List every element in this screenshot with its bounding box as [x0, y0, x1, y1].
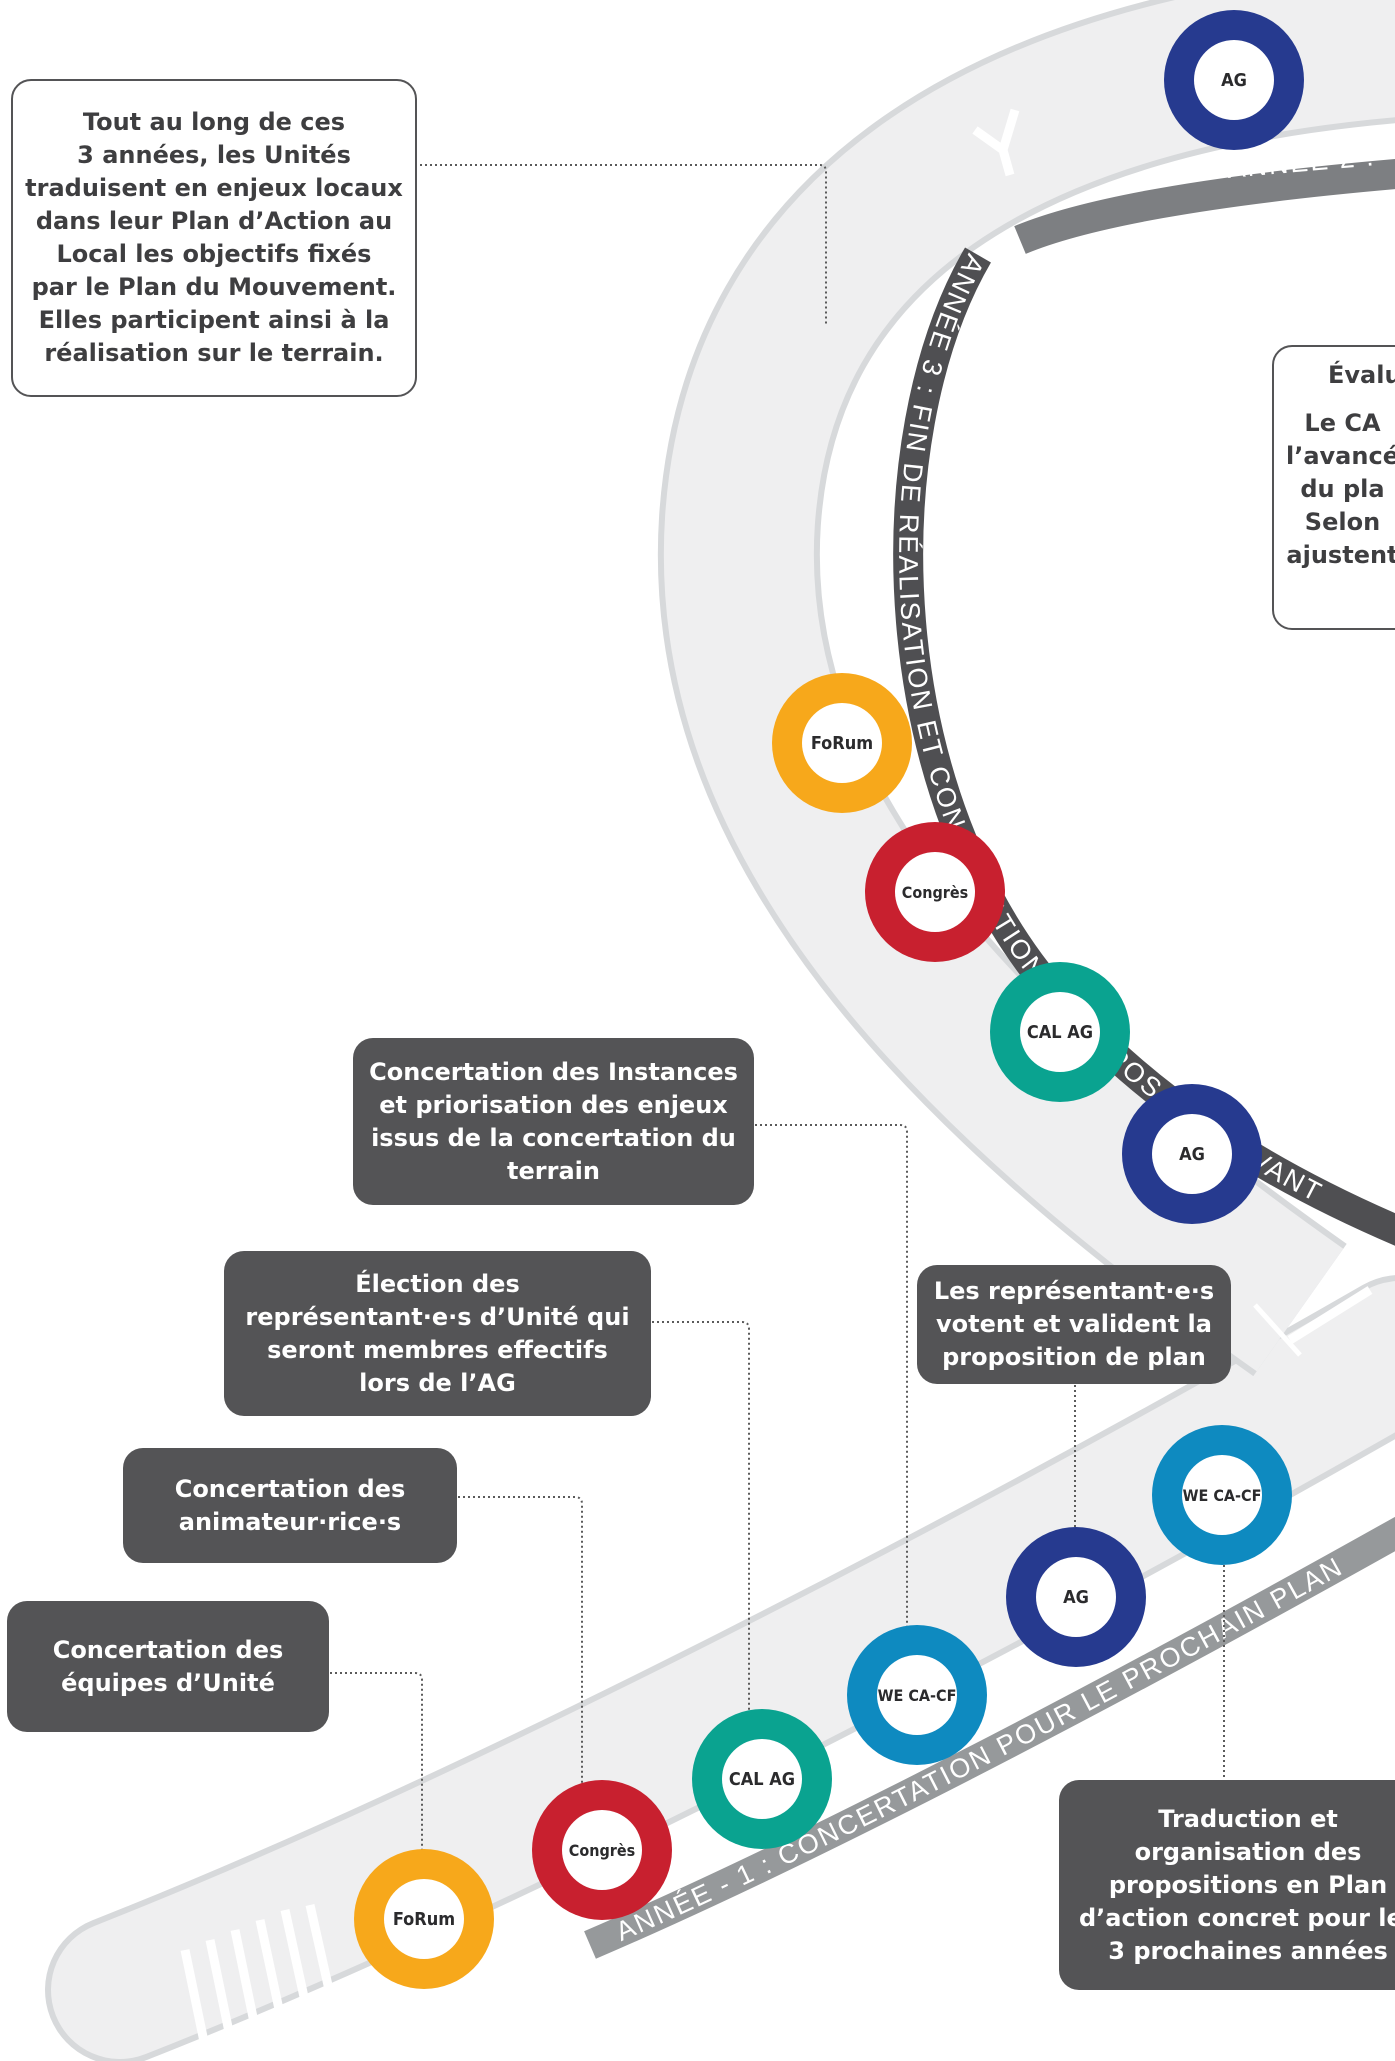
event-node-center: [1152, 1114, 1232, 1194]
note-evaluation: Évalu Le CA l’avancé du pla Selon ajuste…: [1272, 345, 1395, 630]
road-divider: [1253, 1303, 1302, 1357]
note-animateurs: Concertation des animateur·rice·s: [123, 1448, 457, 1563]
note-instances: Concertation des Instances et priorisati…: [353, 1038, 754, 1205]
event-node-congres-2: Congrès: [865, 822, 1005, 962]
event-node-we-ca-cf-1: WE CA-CF: [847, 1625, 987, 1765]
note-evaluation-title: Évalu: [1328, 361, 1395, 389]
event-node-center: [1036, 1557, 1116, 1637]
event-node-label: AG: [1221, 70, 1247, 91]
leader-units-local: [415, 164, 827, 325]
event-node-congres-1: Congrès: [532, 1780, 672, 1920]
event-node-ag-3: AG: [1164, 10, 1304, 150]
event-node-label: AG: [1179, 1144, 1205, 1165]
note-election: Élection des représentant·e·s d’Unité qu…: [224, 1251, 651, 1416]
event-node-center: [722, 1739, 802, 1819]
leader-instances: [755, 1124, 908, 1632]
band-year-minus-1: [584, 1516, 1395, 1959]
event-node-forum-2: FoRum: [772, 673, 912, 813]
event-node-label: FoRum: [811, 733, 873, 754]
event-node-label: Congrès: [569, 1841, 635, 1860]
leader-election: [652, 1321, 750, 1710]
road-markings: [180, 108, 1373, 2061]
event-node-center: [562, 1810, 642, 1890]
event-node-center: [1182, 1455, 1262, 1535]
event-node-label: AG: [1063, 1587, 1089, 1608]
event-node-label: CAL AG: [729, 1769, 795, 1790]
event-node-center: [1194, 40, 1274, 120]
event-node-center: [802, 703, 882, 783]
note-equipes: Concertation des équipes d’Unité: [7, 1601, 329, 1732]
event-node-we-ca-cf-2: WE CA-CF: [1152, 1425, 1292, 1565]
event-node-label: FoRum: [393, 1909, 455, 1930]
band-year-2: [1014, 159, 1395, 254]
event-node-ag-2: AG: [1122, 1084, 1262, 1224]
note-representants: Les représentant·e·s votent et valident …: [917, 1265, 1231, 1384]
leader-equipes: [330, 1672, 423, 1852]
event-node-label: CAL AG: [1027, 1022, 1093, 1043]
note-traduction: Traduction et organisation des propositi…: [1059, 1780, 1395, 1990]
event-node-label: WE CA-CF: [1183, 1486, 1262, 1505]
note-evaluation-body: Le CA l’avancé du pla Selon ajustent: [1286, 409, 1395, 569]
event-node-center: [877, 1655, 957, 1735]
note-units-local: Tout au long de ces 3 années, les Unités…: [11, 79, 417, 397]
event-node-label: WE CA-CF: [878, 1686, 957, 1705]
leader-lines: [330, 164, 1225, 1852]
event-node-label: Congrès: [902, 883, 968, 902]
event-node-forum-1: FoRum: [354, 1849, 494, 1989]
event-node-ag-1: AG: [1006, 1527, 1146, 1667]
event-node-center: [384, 1879, 464, 1959]
event-node-cal-ag-2: CAL AG: [990, 962, 1130, 1102]
event-node-center: [1020, 992, 1100, 1072]
event-node-cal-ag-1: CAL AG: [692, 1709, 832, 1849]
event-node-center: [895, 852, 975, 932]
